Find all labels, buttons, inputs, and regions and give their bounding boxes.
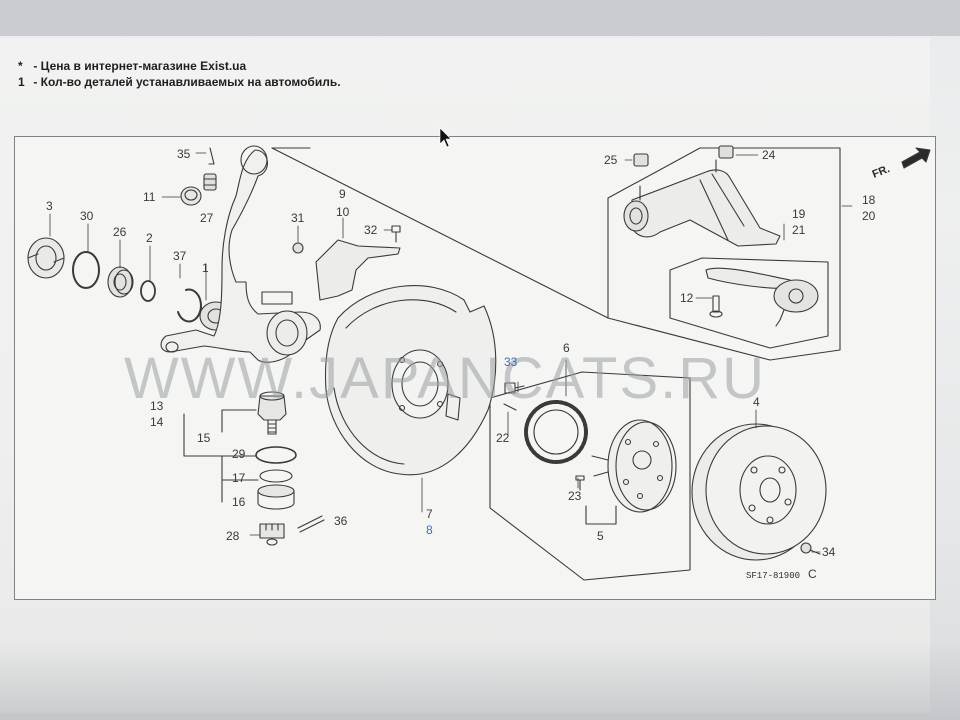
abs-tone-ring-part: [524, 400, 588, 464]
callout-30[interactable]: 30: [80, 209, 94, 223]
callout-22[interactable]: 22: [496, 431, 510, 445]
footnote-quantity: 1 - Кол-во деталей устанавливаемых на ав…: [18, 74, 341, 90]
callout-7[interactable]: 7: [426, 507, 433, 521]
callout-25[interactable]: 25: [604, 153, 618, 167]
callout-31[interactable]: 31: [291, 211, 305, 225]
callout-36[interactable]: 36: [334, 514, 348, 528]
footnotes: * - Цена в интернет-магазине Exist.ua 1 …: [18, 58, 341, 90]
callout-24[interactable]: 24: [762, 148, 776, 162]
callout-37[interactable]: 37: [173, 249, 187, 263]
boot-part: [259, 469, 293, 483]
callout-18[interactable]: 18: [862, 193, 876, 207]
callout-12[interactable]: 12: [680, 291, 694, 305]
screw-part: [800, 542, 821, 555]
front-arrow-icon: [901, 147, 931, 169]
callout-5[interactable]: 5: [597, 529, 604, 543]
callout-16[interactable]: 16: [232, 495, 246, 509]
leader-lines: [49, 152, 853, 553]
footnote-text: - Цена в интернет-магазине Exist.ua: [30, 59, 247, 73]
callout-26[interactable]: 26: [113, 225, 127, 239]
splash-shield-part: [325, 285, 497, 476]
callout-17[interactable]: 17: [232, 471, 246, 485]
footnote-mark: *: [18, 59, 23, 73]
callout-29[interactable]: 29: [232, 447, 246, 461]
snap-ring-part: [72, 251, 100, 289]
footnote-text: - Кол-во деталей устанавливаемых на авто…: [30, 75, 341, 89]
callout-labels: 3 30 26 2 37 1 11 27 35 9 10 31 32 13 14…: [46, 147, 876, 559]
callout-9[interactable]: 9: [339, 187, 346, 201]
callout-15[interactable]: 15: [197, 431, 211, 445]
watermark: WWW.JAPANCATS.RU: [124, 346, 766, 411]
cotter-pin-part: [297, 515, 325, 533]
callout-3[interactable]: 3: [46, 199, 53, 213]
abs-tone-ring-part-inner: [533, 409, 579, 455]
nut-part: [203, 173, 217, 191]
front-direction-label: FR.: [871, 163, 892, 181]
callout-23[interactable]: 23: [568, 489, 582, 503]
arm-ball-joint-part: [773, 279, 819, 327]
top-strip: [0, 0, 960, 36]
boot-clip-part: [255, 446, 297, 464]
drawing-code: SF17-81900: [746, 571, 800, 581]
stud-part: [503, 403, 517, 411]
callout-35[interactable]: 35: [177, 147, 191, 161]
callout-34[interactable]: 34: [822, 545, 836, 559]
ball-joint-part: [257, 391, 287, 435]
clip-part: [208, 147, 215, 165]
boot-part: [257, 484, 295, 510]
footnote-price: * - Цена в интернет-магазине Exist.ua: [18, 58, 341, 74]
nut-part: [633, 153, 649, 167]
callout-10[interactable]: 10: [336, 205, 350, 219]
brake-disc-part: [691, 423, 827, 561]
callout-27[interactable]: 27: [200, 211, 214, 225]
bolt-part: [391, 225, 401, 243]
callout-11[interactable]: 11: [143, 190, 156, 204]
callout-14[interactable]: 14: [150, 415, 164, 429]
bolt-part: [504, 382, 525, 394]
castle-nut-part: [259, 523, 285, 546]
callout-1[interactable]: 1: [202, 261, 209, 275]
circlip-part: [177, 288, 202, 323]
hub-group-box: [489, 371, 691, 581]
leader-line: [271, 147, 609, 319]
bolt-part: [575, 475, 585, 491]
hub-part: [591, 419, 677, 513]
bolt-part: [292, 242, 304, 254]
seal-part: [27, 237, 65, 279]
callout-4[interactable]: 4: [753, 395, 760, 409]
callout-28[interactable]: 28: [226, 529, 240, 543]
callout-bracket: [585, 505, 617, 525]
callout-6[interactable]: 6: [563, 341, 570, 355]
bracket-group-box: [669, 257, 829, 349]
callout-8[interactable]: 8: [426, 523, 433, 537]
knuckle-part: [160, 145, 321, 363]
bushing-part: [180, 186, 202, 206]
bolt-part: [709, 295, 723, 318]
ring-part: [140, 280, 156, 302]
nut-part: [718, 145, 734, 159]
drawing-code-suffix: C: [808, 567, 817, 581]
screen-bottom-shade: [0, 640, 960, 720]
callout-bracket: [183, 409, 259, 503]
callout-2[interactable]: 2: [146, 231, 153, 245]
callout-13[interactable]: 13: [150, 399, 164, 413]
dust-cover-part: [315, 239, 401, 301]
callout-21[interactable]: 21: [792, 223, 806, 237]
bearing-part: [107, 266, 134, 298]
mouse-pointer-icon: [439, 127, 452, 148]
callout-32[interactable]: 32: [364, 223, 378, 237]
callout-33[interactable]: 33: [504, 355, 518, 369]
footnote-mark: 1: [18, 75, 25, 89]
callout-20[interactable]: 20: [862, 209, 876, 223]
upper-arm-part: [623, 159, 781, 247]
callout-19[interactable]: 19: [792, 207, 806, 221]
